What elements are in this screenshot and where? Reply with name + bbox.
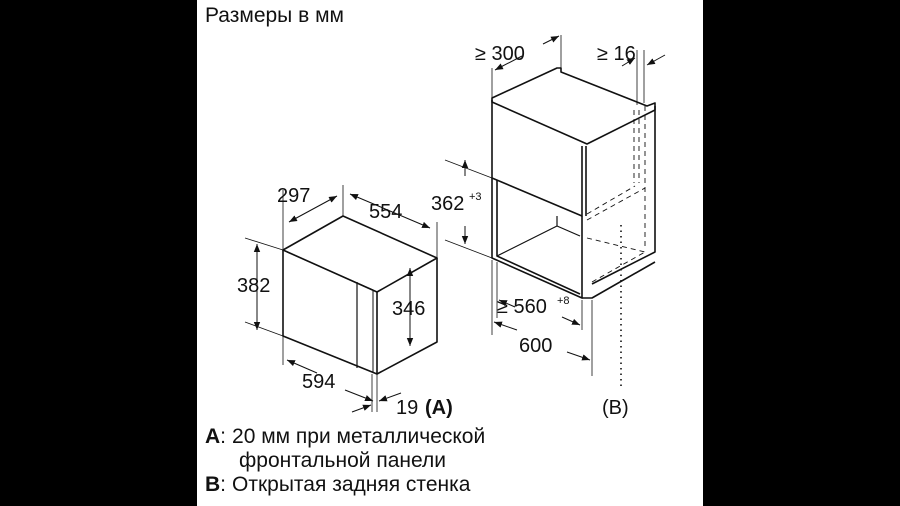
ref-a: (A) <box>425 397 453 419</box>
legend-key: A <box>205 425 221 448</box>
dim-niche-width-tol: +8 <box>557 295 570 307</box>
legend-key: B <box>205 473 221 496</box>
dim-niche-height-tol: +3 <box>469 191 482 203</box>
dim-rear-gap: ≥ 16 <box>597 43 636 65</box>
dim-niche-width: ≥ 560 <box>497 296 547 318</box>
legend-item-a-cont: фронтальной панели <box>205 449 485 473</box>
dim-cabinet-width: 600 <box>519 335 552 357</box>
dim-depth-297: 297 <box>277 185 310 207</box>
dim-niche-height: 362 <box>431 193 464 215</box>
dim-width-554: 554 <box>369 201 402 223</box>
legend: A: 20 мм при металлической фронтальной п… <box>205 425 485 497</box>
cabinet-outline <box>491 67 656 299</box>
ref-b: (B) <box>602 397 629 419</box>
dim-offset-19: 19 <box>396 397 418 419</box>
legend-text: фронтальной панели <box>239 449 446 472</box>
legend-item-a: A: 20 мм при металлической <box>205 425 486 448</box>
dim-height-382: 382 <box>237 275 270 297</box>
legend-text: Открытая задняя стенка <box>232 473 471 496</box>
diagram-title: Размеры в мм <box>205 4 344 27</box>
legend-item-b: B: Открытая задняя стенка <box>205 473 471 496</box>
dim-height-346: 346 <box>392 298 425 320</box>
dim-width-594: 594 <box>302 371 335 393</box>
microwave-outline <box>282 215 438 375</box>
legend-text: 20 мм при металлической <box>232 425 486 448</box>
diagram-sheet: Размеры в мм <box>197 0 703 506</box>
dim-niche-depth: ≥ 300 <box>475 43 525 65</box>
dimension-drawing: 297 554 382 346 594 19 (A) ≥ 300 ≥ 16 36… <box>237 35 666 419</box>
